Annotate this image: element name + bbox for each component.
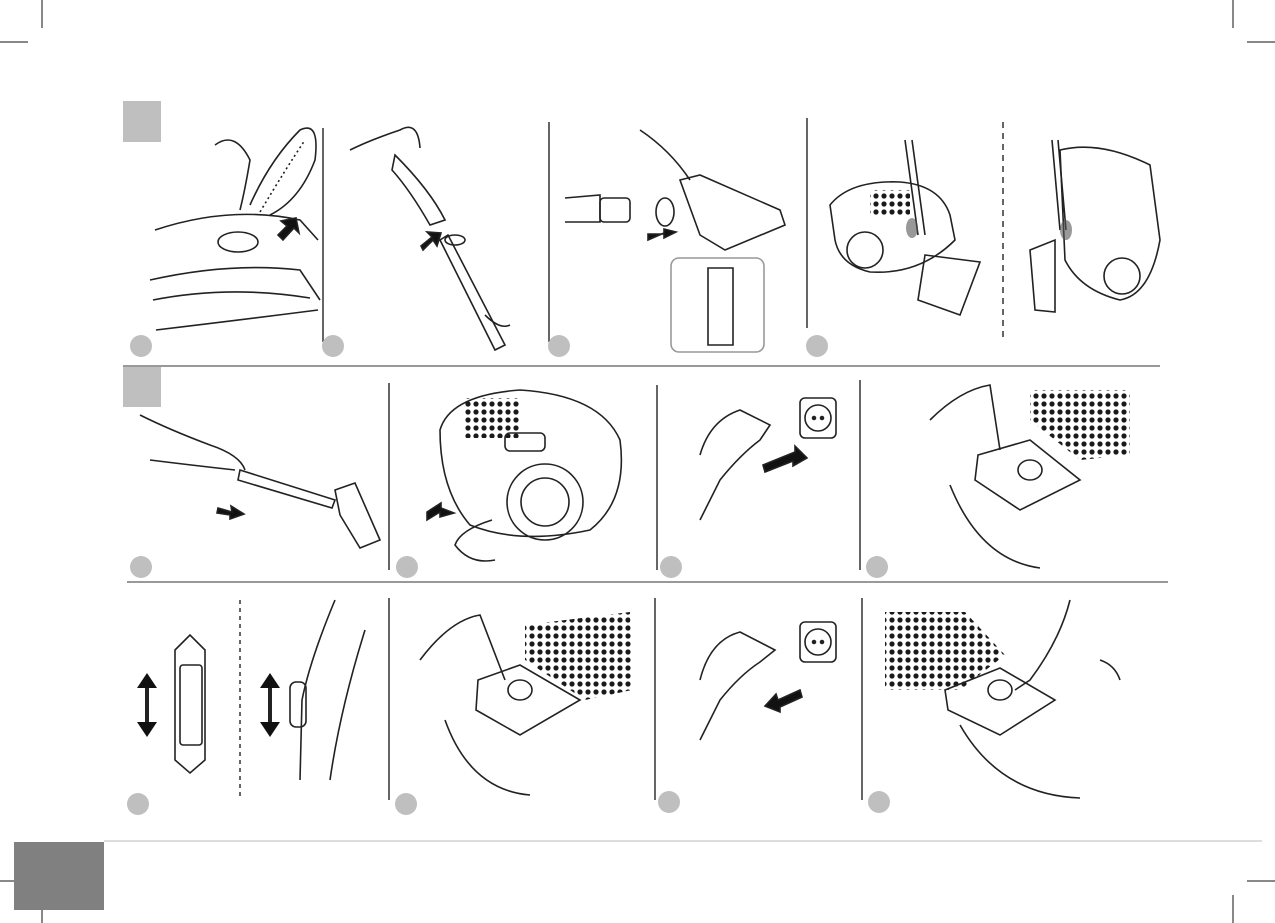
step-badge-3	[548, 335, 570, 357]
suction-slider-adjust-illustration	[137, 600, 365, 780]
section-a-marker	[123, 101, 161, 142]
pull-out-power-cord-illustration	[427, 390, 621, 561]
press-cord-rewind-button-illustration	[885, 600, 1120, 798]
step-badge-6	[396, 556, 418, 578]
press-power-button-illustration	[930, 385, 1130, 568]
press-power-button-off-illustration	[420, 612, 632, 795]
step-badge-8	[866, 556, 888, 578]
step-badge-10	[395, 793, 417, 815]
telescopic-tube-attach-illustration	[350, 127, 510, 350]
separators	[104, 118, 1262, 841]
floor-nozzle-attach-illustration	[565, 130, 785, 352]
unplug-from-socket-illustration	[700, 622, 836, 740]
vacuuming-with-tube-illustration	[140, 415, 380, 548]
tube-parking-storage-illustration	[830, 140, 1160, 315]
step-badge-1	[130, 335, 152, 357]
plug-into-socket-illustration	[700, 398, 836, 520]
footer-page-block	[14, 842, 104, 910]
step-badge-2	[322, 335, 344, 357]
step-badge-12	[868, 791, 890, 813]
step-badge-7	[660, 556, 682, 578]
hose-connect-to-vacuum-illustration	[150, 128, 320, 330]
step-badge-9	[127, 793, 149, 815]
section-b-marker	[123, 366, 161, 407]
step-badge-5	[130, 556, 152, 578]
step-badge-4	[806, 335, 828, 357]
crevice-tool-inset	[671, 258, 764, 352]
step-badge-11	[658, 791, 680, 813]
